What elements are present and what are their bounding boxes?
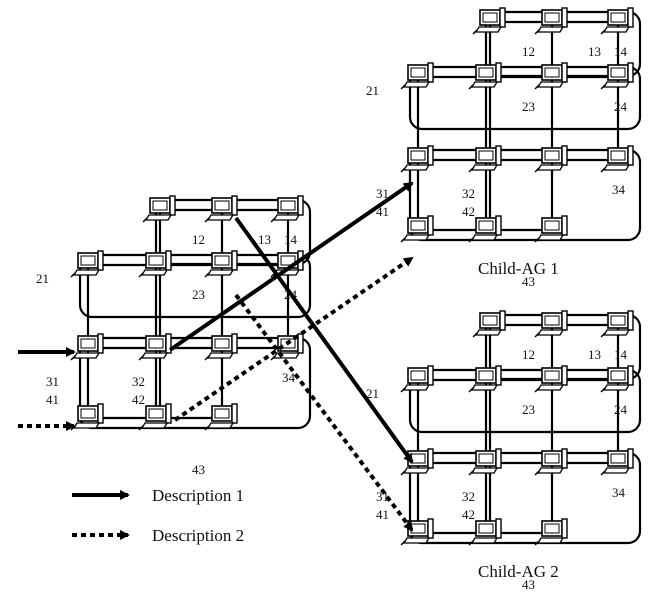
node-label-43: 43 <box>522 274 535 289</box>
node-label-43: 43 <box>192 462 205 477</box>
computer-icon <box>534 145 568 173</box>
computer-icon <box>400 518 434 546</box>
computer-icon <box>142 195 176 223</box>
computer-icon <box>138 403 172 431</box>
node-label-21: 21 <box>366 386 379 401</box>
node-label-21: 21 <box>366 83 379 98</box>
computer-icon <box>472 310 506 338</box>
computer-icon <box>70 333 104 361</box>
computer-icon <box>600 310 634 338</box>
computer-icon <box>468 365 502 393</box>
node-label-34: 34 <box>612 485 626 500</box>
computer-icon <box>468 448 502 476</box>
computer-icon <box>472 7 506 35</box>
layer-outline-middle <box>408 65 642 131</box>
layer-outline-front <box>408 148 642 242</box>
node-label-23: 23 <box>522 99 535 114</box>
legend-solid-label: Description 1 <box>152 486 244 505</box>
node-label-24: 24 <box>614 99 628 114</box>
legend-dashed-label: Description 2 <box>152 526 244 545</box>
node-label-12: 12 <box>192 232 205 247</box>
computer-icon <box>468 518 502 546</box>
node-label-32: 32 <box>462 489 475 504</box>
computer-icon <box>400 145 434 173</box>
group-title: Child-AG 2 <box>478 562 559 581</box>
node-label-24: 24 <box>614 402 628 417</box>
computer-icon <box>468 215 502 243</box>
layer-outline-front <box>78 336 312 430</box>
node-label-34: 34 <box>282 370 296 385</box>
node-label-32: 32 <box>132 374 145 389</box>
computer-icon <box>600 145 634 173</box>
computer-icon <box>400 215 434 243</box>
node-label-12: 12 <box>522 347 535 362</box>
computer-icon <box>534 215 568 243</box>
node-label-42: 42 <box>462 507 475 522</box>
arrow-to-child-ag2-dashed <box>234 293 414 532</box>
computer-icon <box>270 195 304 223</box>
node-label-13: 13 <box>588 44 601 59</box>
node-label-42: 42 <box>132 392 145 407</box>
node-label-31: 31 <box>46 374 59 389</box>
computer-icon <box>400 62 434 90</box>
computer-icon <box>534 310 568 338</box>
node-label-31: 31 <box>376 186 389 201</box>
computer-icon <box>70 403 104 431</box>
computer-icon <box>138 333 172 361</box>
computer-icon <box>204 403 238 431</box>
node-label-13: 13 <box>258 232 271 247</box>
node-label-13: 13 <box>588 347 601 362</box>
computer-icon <box>70 250 104 278</box>
computer-icon <box>204 195 238 223</box>
node-label-12: 12 <box>522 44 535 59</box>
node-label-43: 43 <box>522 577 535 592</box>
node-label-14: 14 <box>614 44 628 59</box>
node-label-14: 14 <box>284 232 298 247</box>
layer-outline-middle <box>78 253 312 319</box>
node-label-32: 32 <box>462 186 475 201</box>
node-label-41: 41 <box>376 507 389 522</box>
group-title: Child-AG 1 <box>478 259 559 278</box>
node-label-42: 42 <box>462 204 475 219</box>
computer-icon <box>600 365 634 393</box>
node-label-14: 14 <box>614 347 628 362</box>
node-label-21: 21 <box>36 271 49 286</box>
arrow-to-child-ag1-solid <box>168 181 414 352</box>
computer-icon <box>534 448 568 476</box>
computer-icon <box>600 448 634 476</box>
computer-icon <box>138 250 172 278</box>
node-label-23: 23 <box>192 287 205 302</box>
layer-outline-middle <box>408 368 642 434</box>
node-label-31: 31 <box>376 489 389 504</box>
computer-icon <box>400 365 434 393</box>
computer-icon <box>534 62 568 90</box>
computer-icon <box>534 7 568 35</box>
computer-icon <box>600 62 634 90</box>
computer-icon <box>468 62 502 90</box>
arrow-to-child-ag1-dashed <box>173 256 414 422</box>
computer-icon <box>468 145 502 173</box>
computer-icon <box>204 333 238 361</box>
computer-icon <box>534 518 568 546</box>
computer-icon <box>204 250 238 278</box>
computer-icon <box>600 7 634 35</box>
layer-outline-front <box>408 451 642 545</box>
node-label-23: 23 <box>522 402 535 417</box>
computer-icon <box>534 365 568 393</box>
node-label-34: 34 <box>612 182 626 197</box>
node-label-41: 41 <box>46 392 59 407</box>
arrow-to-child-ag2-solid <box>234 216 414 464</box>
